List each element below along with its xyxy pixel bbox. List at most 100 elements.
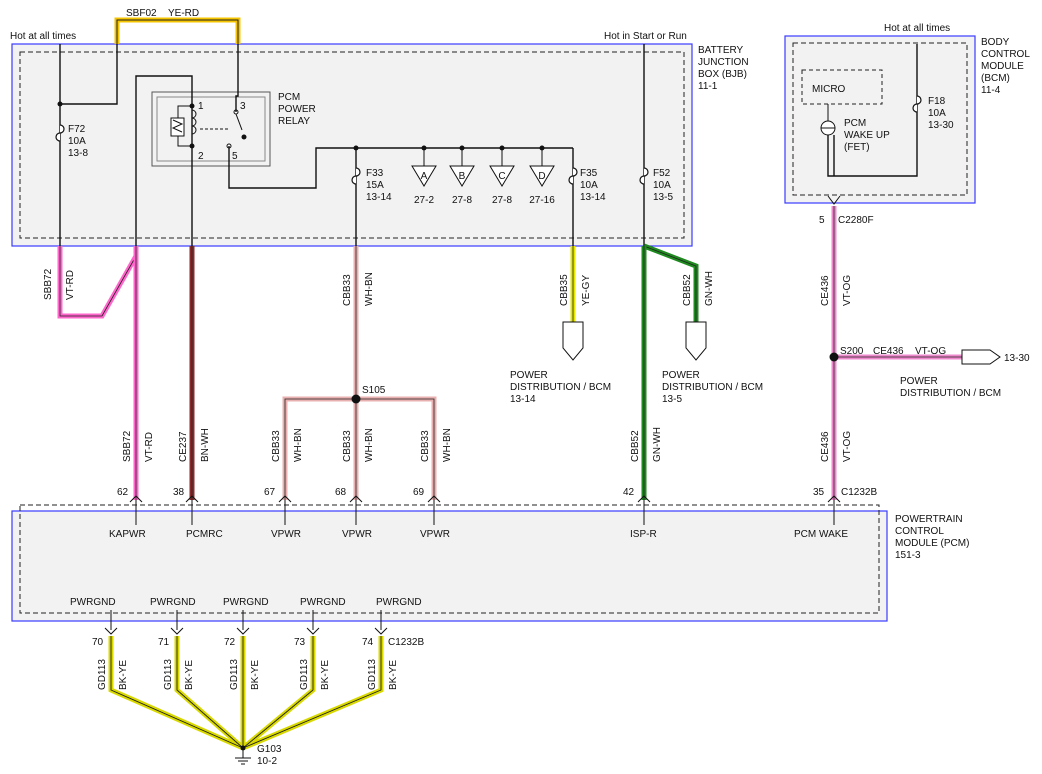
pd-bcm-s200-2: DISTRIBUTION / BCM	[900, 388, 1001, 399]
wake-up-label-2: WAKE UP	[844, 130, 890, 141]
svg-text:27-2: 27-2	[414, 195, 434, 206]
fuse-f35-ref: 13-14	[580, 192, 606, 203]
connector-c1232b-bottom: C1232B	[388, 637, 424, 648]
offpage-connector-c: C 27-8	[489, 145, 515, 206]
svg-text:73: 73	[294, 637, 306, 648]
connector-13-30	[961, 349, 1001, 365]
svg-text:38: 38	[173, 487, 185, 498]
ground-pin-74: PWRGND 74	[362, 597, 422, 648]
bjb-inner-border	[19, 51, 685, 239]
bjb-title-2: JUNCTION	[698, 57, 749, 68]
splice-s200-label: S200	[840, 346, 864, 357]
fuse-f52-id: F52	[653, 168, 671, 179]
svg-text:68: 68	[335, 487, 347, 498]
wire-cbb35-color: YE-GY	[581, 275, 592, 306]
connector-c2280f-pin: 5	[819, 215, 825, 226]
pcm-title-2: CONTROL	[895, 526, 944, 537]
pcm-pin-38: 38 PCMRC	[173, 487, 223, 540]
pd-bcm-s200-1: POWER	[900, 376, 938, 387]
fuse-f18-symbol	[912, 95, 922, 113]
relay-pin-5: 5	[232, 151, 238, 162]
fuse-f52-symbol	[639, 167, 649, 185]
wire-ce436-lower-color: VT-OG	[842, 431, 853, 462]
svg-text:72: 72	[224, 637, 236, 648]
wire-sbf02	[114, 17, 241, 44]
fuse-f33-id: F33	[366, 168, 384, 179]
pd-bcm-cbb52-1: POWER	[662, 370, 700, 381]
ground-wire-73-color: BK-YE	[320, 660, 331, 690]
relay-title-2: POWER	[278, 104, 316, 115]
svg-text:70: 70	[92, 637, 104, 648]
connector-cbb35-pd	[562, 321, 584, 361]
wake-up-label-3: (FET)	[844, 142, 870, 153]
pcm-title-3: MODULE (PCM)	[895, 538, 969, 549]
svg-text:PWRGND: PWRGND	[376, 597, 422, 608]
pd-bcm-cbb52-2: DISTRIBUTION / BCM	[662, 382, 763, 393]
ground-wire-70-color: BK-YE	[118, 660, 129, 690]
pcm-pin-35: 35 PCM WAKE	[794, 487, 848, 540]
svg-text:62: 62	[117, 487, 129, 498]
offpage-connector-d: D 27-16	[529, 145, 555, 206]
wire-sbb72-loop-circuit: SBB72	[43, 268, 54, 300]
wire-ce436-branch-circuit: CE436	[873, 346, 904, 357]
pcm-pin-62: 62 KAPWR	[109, 487, 146, 540]
body-control-module	[784, 35, 976, 204]
pcm-power-relay	[151, 91, 271, 167]
svg-text:27-8: 27-8	[452, 195, 472, 206]
pcm-pin-67: 67 VPWR	[264, 487, 301, 540]
fuse-f72-id: F72	[68, 124, 86, 135]
wire-sbb72-color: VT-RD	[144, 432, 155, 462]
pcm-pin-68: 68 VPWR	[335, 487, 372, 540]
wire-cbb52-upper-color: GN-WH	[704, 271, 715, 306]
svg-text:42: 42	[623, 487, 635, 498]
wire-cbb33-68-color: WH-BN	[364, 428, 375, 462]
wire-cbb33-67-color: WH-BN	[293, 428, 304, 462]
fuse-f33-ref: 13-14	[366, 192, 392, 203]
svg-text:ISP-R: ISP-R	[630, 529, 657, 540]
pcm-inner-border	[19, 504, 880, 614]
wire-cbb33-69-color: WH-BN	[442, 428, 453, 462]
relay-title-3: RELAY	[278, 116, 310, 127]
ground-pin-71: PWRGND 71	[150, 597, 196, 648]
ground-wire-73-circuit: GD113	[299, 659, 310, 690]
wire-ce436-branch-color: VT-OG	[915, 346, 946, 357]
wire-cbb52-color: GN-WH	[652, 427, 663, 462]
svg-text:PWRGND: PWRGND	[300, 597, 346, 608]
wire-cbb33-69-circuit: CBB33	[420, 430, 431, 462]
fuse-f52-amps: 10A	[653, 180, 671, 191]
ground-wire-74-color: BK-YE	[388, 660, 399, 690]
micro-box	[801, 69, 883, 105]
wake-up-label-1: PCM	[844, 118, 866, 129]
svg-text:PWRGND: PWRGND	[223, 597, 269, 608]
ground-wire-74-circuit: GD113	[367, 659, 378, 690]
svg-text:A: A	[421, 171, 428, 182]
ground-g103-ref: 10-2	[257, 756, 277, 767]
pd-bcm-cbb35-3: 13-14	[510, 394, 536, 405]
wire-cbb33-main-color: WH-BN	[364, 272, 375, 306]
wire-sbb72-loop-color: VT-RD	[65, 270, 76, 300]
wire-cbb33-main-circuit: CBB33	[342, 274, 353, 306]
bjb-title-1: BATTERY	[698, 45, 744, 56]
connector-c2280f-label: C2280F	[838, 215, 874, 226]
ground-pin-72: PWRGND 72	[223, 597, 269, 648]
wire-cbb35-circuit: CBB35	[559, 274, 570, 306]
connector-13-30-ref: 13-30	[1004, 353, 1030, 364]
ground-pin-73: PWRGND 73	[294, 597, 346, 648]
fuse-f72-ref: 13-8	[68, 148, 88, 159]
fuse-f33-symbol	[351, 167, 361, 185]
svg-text:74: 74	[362, 637, 374, 648]
svg-text:D: D	[538, 171, 545, 182]
fuse-f52-ref: 13-5	[653, 192, 673, 203]
wire-cbb33-68-circuit: CBB33	[342, 430, 353, 462]
fuse-f72-symbol	[55, 124, 65, 142]
svg-text:C: C	[498, 171, 505, 182]
pd-bcm-cbb52-3: 13-5	[662, 394, 682, 405]
bcm-title-3: MODULE	[981, 61, 1024, 72]
svg-text:B: B	[459, 171, 466, 182]
svg-text:71: 71	[158, 637, 170, 648]
pcm-title-4: 151-3	[895, 550, 921, 561]
ground-wire-71-circuit: GD113	[163, 659, 174, 690]
bcm-title-4: (BCM)	[981, 73, 1010, 84]
svg-text:VPWR: VPWR	[420, 529, 450, 540]
svg-text:VPWR: VPWR	[271, 529, 301, 540]
